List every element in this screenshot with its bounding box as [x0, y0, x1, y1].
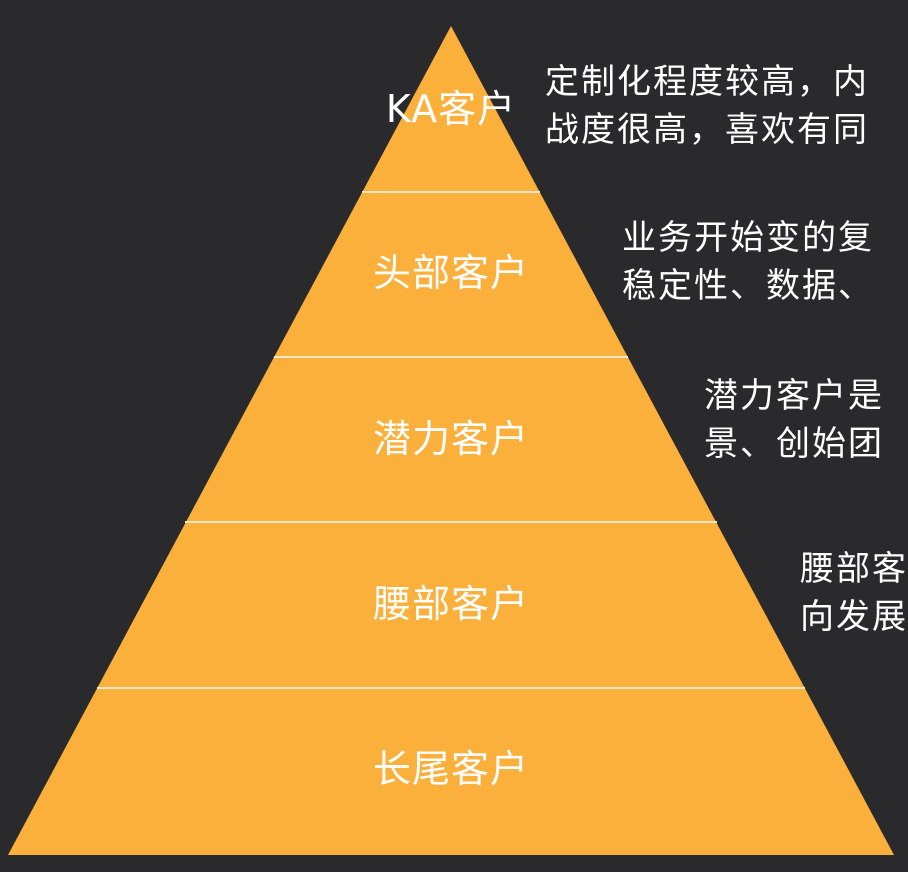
tier-description-head-line1: 业务开始变的复 [622, 218, 874, 258]
tier-description-ka-line2: 战度很高，喜欢有同 [545, 110, 869, 150]
tier-label-head: 头部客户 [372, 251, 530, 295]
tier-label-longtail: 长尾客户 [372, 747, 530, 791]
tier-description-waist-line1: 腰部客 [800, 549, 908, 589]
tier-label-potential: 潜力客户 [372, 417, 530, 461]
tier-description-potential-line2: 景、创始团 [704, 424, 884, 464]
tier-description-waist-line2: 向发展 [800, 597, 908, 637]
tier-label-waist: 腰部客户 [372, 582, 530, 626]
tier-description-ka: 定制化程度较高，内 战度很高，喜欢有同 [545, 58, 869, 154]
pyramid-triangle [8, 26, 894, 855]
tier-top-mark [894, 745, 908, 805]
tier-description-waist: 腰部客 向发展 [800, 545, 908, 641]
tier-description-head: 业务开始变的复 稳定性、数据、 [622, 214, 874, 310]
tier-label-ka: KA客户 [385, 87, 517, 131]
tier-description-ka-line1: 定制化程度较高，内 [545, 62, 869, 102]
tier-description-potential: 潜力客户是 景、创始团 [704, 372, 884, 468]
tier-description-head-line2: 稳定性、数据、 [622, 266, 874, 306]
tier-description-potential-line1: 潜力客户是 [704, 376, 884, 416]
